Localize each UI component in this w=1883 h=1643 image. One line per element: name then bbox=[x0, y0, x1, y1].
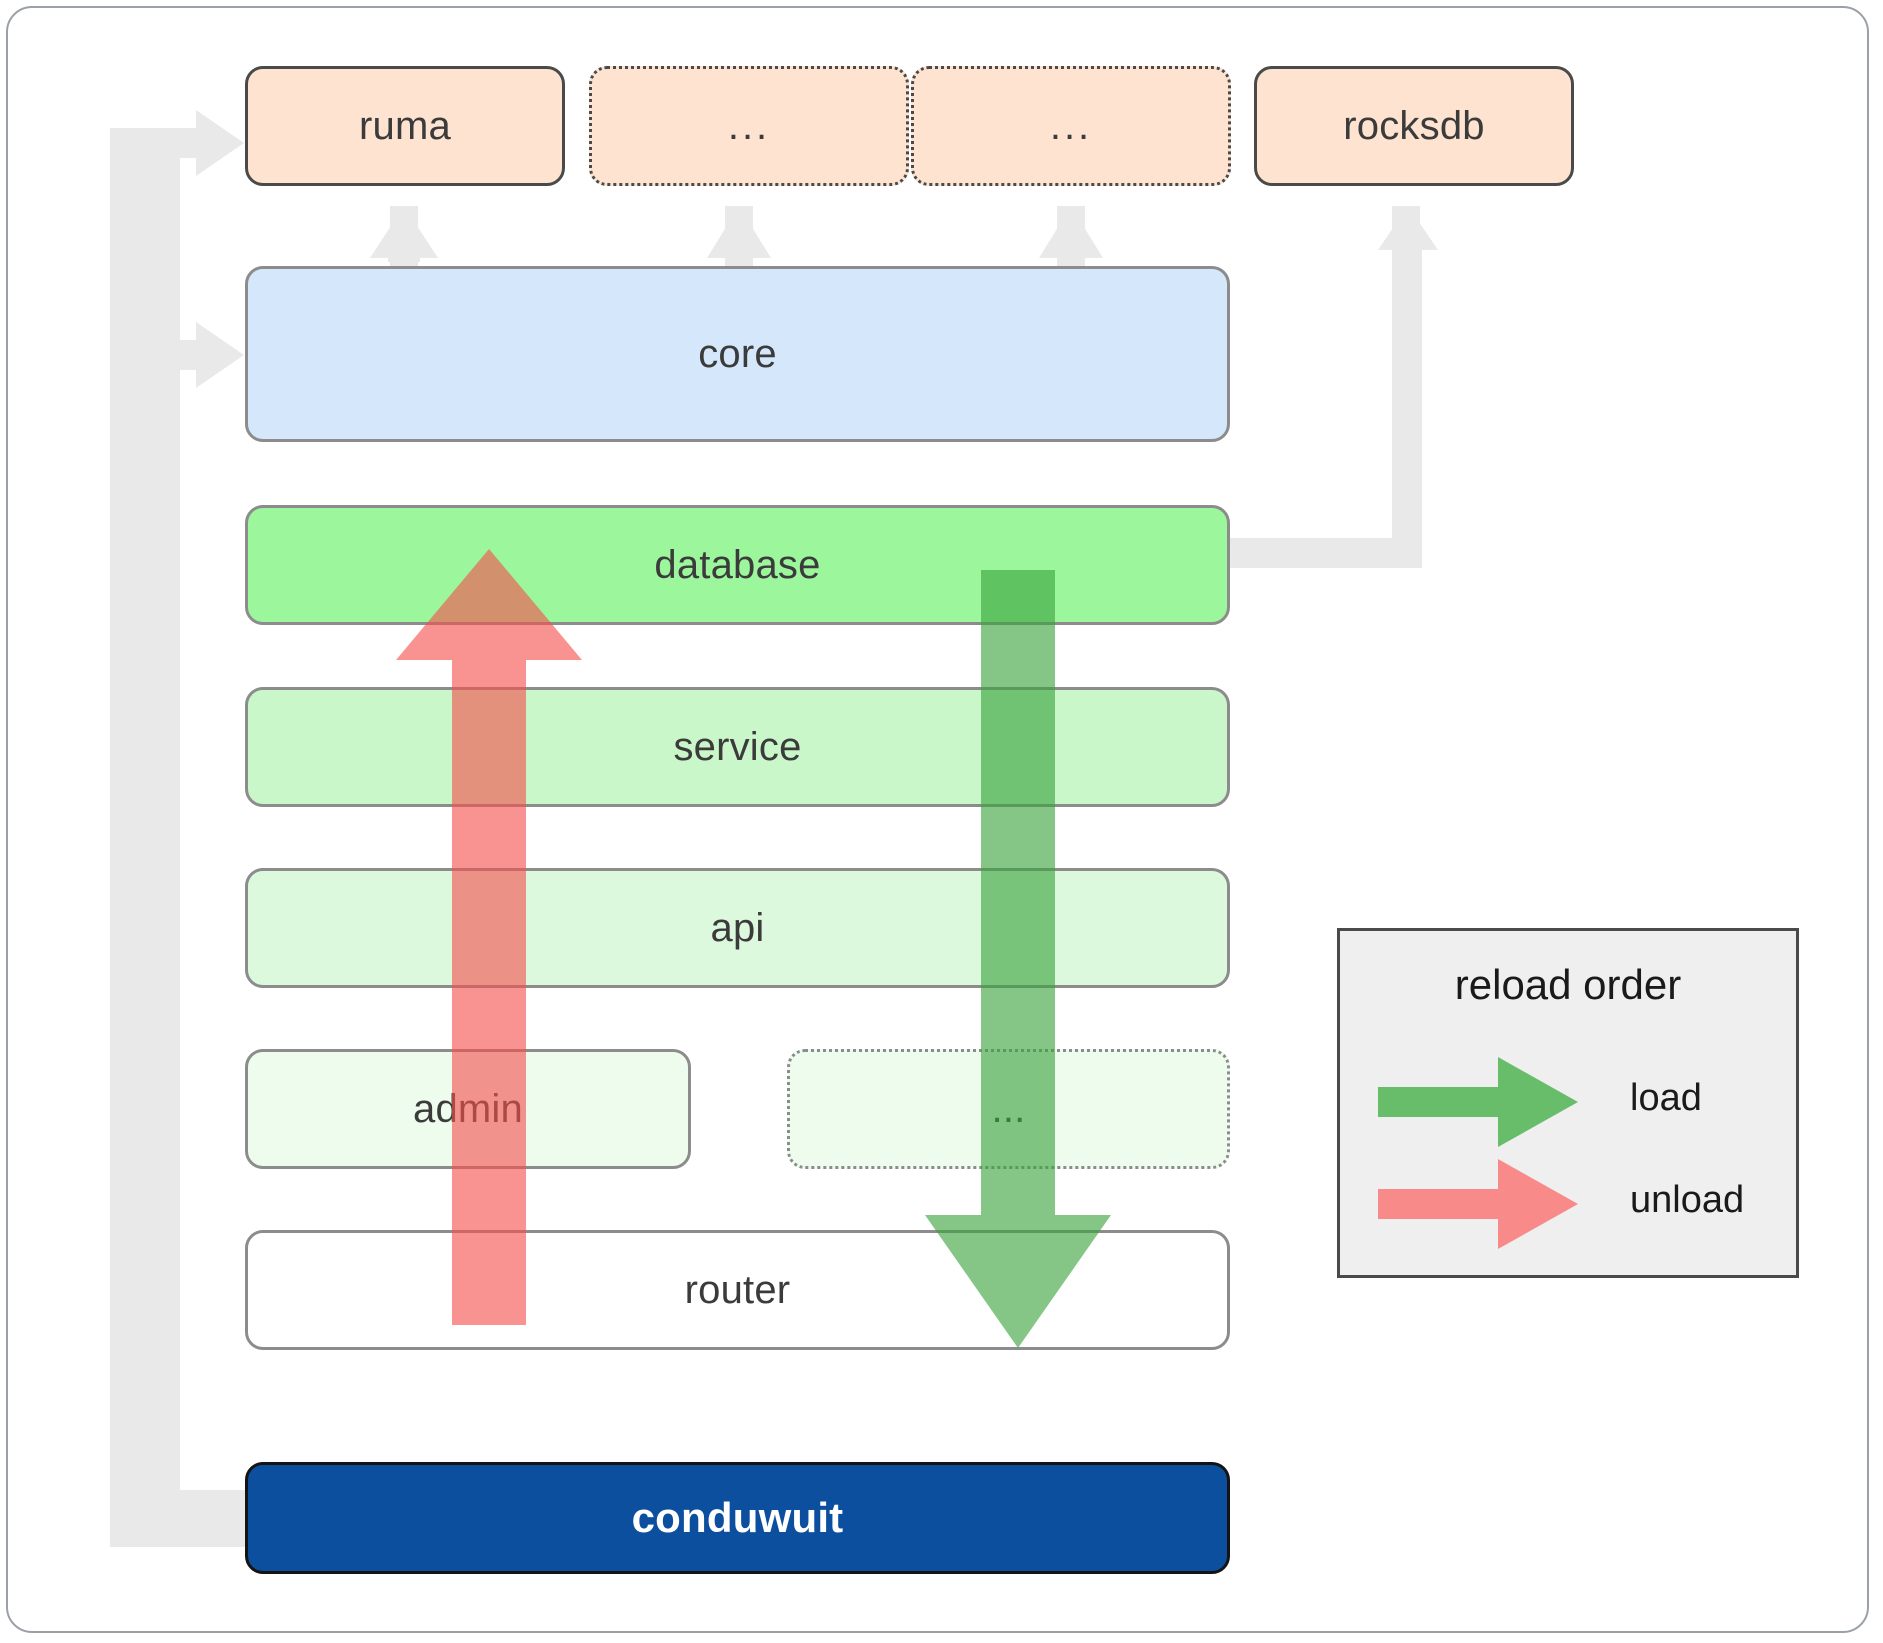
dependency-label: ... bbox=[727, 103, 771, 148]
binary-label: conduwuit bbox=[631, 1494, 844, 1541]
dependency-box-more-2[interactable]: ... bbox=[911, 66, 1231, 186]
crate-label: router bbox=[684, 1267, 791, 1312]
dependency-label: ... bbox=[1049, 103, 1093, 148]
legend-load-label: load bbox=[1630, 1077, 1702, 1119]
crate-box-api[interactable]: api bbox=[245, 868, 1230, 988]
crate-label: api bbox=[710, 905, 765, 950]
dependency-label: ruma bbox=[359, 103, 451, 148]
binary-box-conduwuit[interactable]: conduwuit bbox=[245, 1462, 1230, 1574]
crate-label: service bbox=[673, 724, 802, 769]
crate-box-service[interactable]: service bbox=[245, 687, 1230, 807]
crate-label: core bbox=[698, 331, 777, 376]
legend-unload-label: unload bbox=[1630, 1179, 1745, 1221]
crate-box-router[interactable]: router bbox=[245, 1230, 1230, 1350]
crate-label: admin bbox=[413, 1086, 523, 1131]
crate-box-admin[interactable]: admin bbox=[245, 1049, 691, 1169]
legend-unload-arrow-icon bbox=[1378, 1159, 1578, 1249]
dependency-box-more-1[interactable]: ... bbox=[589, 66, 909, 186]
diagram-frame bbox=[6, 6, 1869, 1633]
legend-panel: reload order load unload bbox=[1337, 928, 1799, 1278]
crate-label: ... bbox=[991, 1086, 1026, 1131]
crate-box-database[interactable]: database bbox=[245, 505, 1230, 625]
dependency-label: rocksdb bbox=[1343, 103, 1485, 148]
legend-title: reload order bbox=[1454, 961, 1682, 1008]
dependency-box-rocksdb[interactable]: rocksdb bbox=[1254, 66, 1574, 186]
dependency-box-ruma[interactable]: ruma bbox=[245, 66, 565, 186]
crate-box-admin-more[interactable]: ... bbox=[787, 1049, 1230, 1169]
legend-load-arrow-icon bbox=[1378, 1057, 1578, 1147]
crate-box-core[interactable]: core bbox=[245, 266, 1230, 442]
crate-label: database bbox=[654, 542, 821, 587]
